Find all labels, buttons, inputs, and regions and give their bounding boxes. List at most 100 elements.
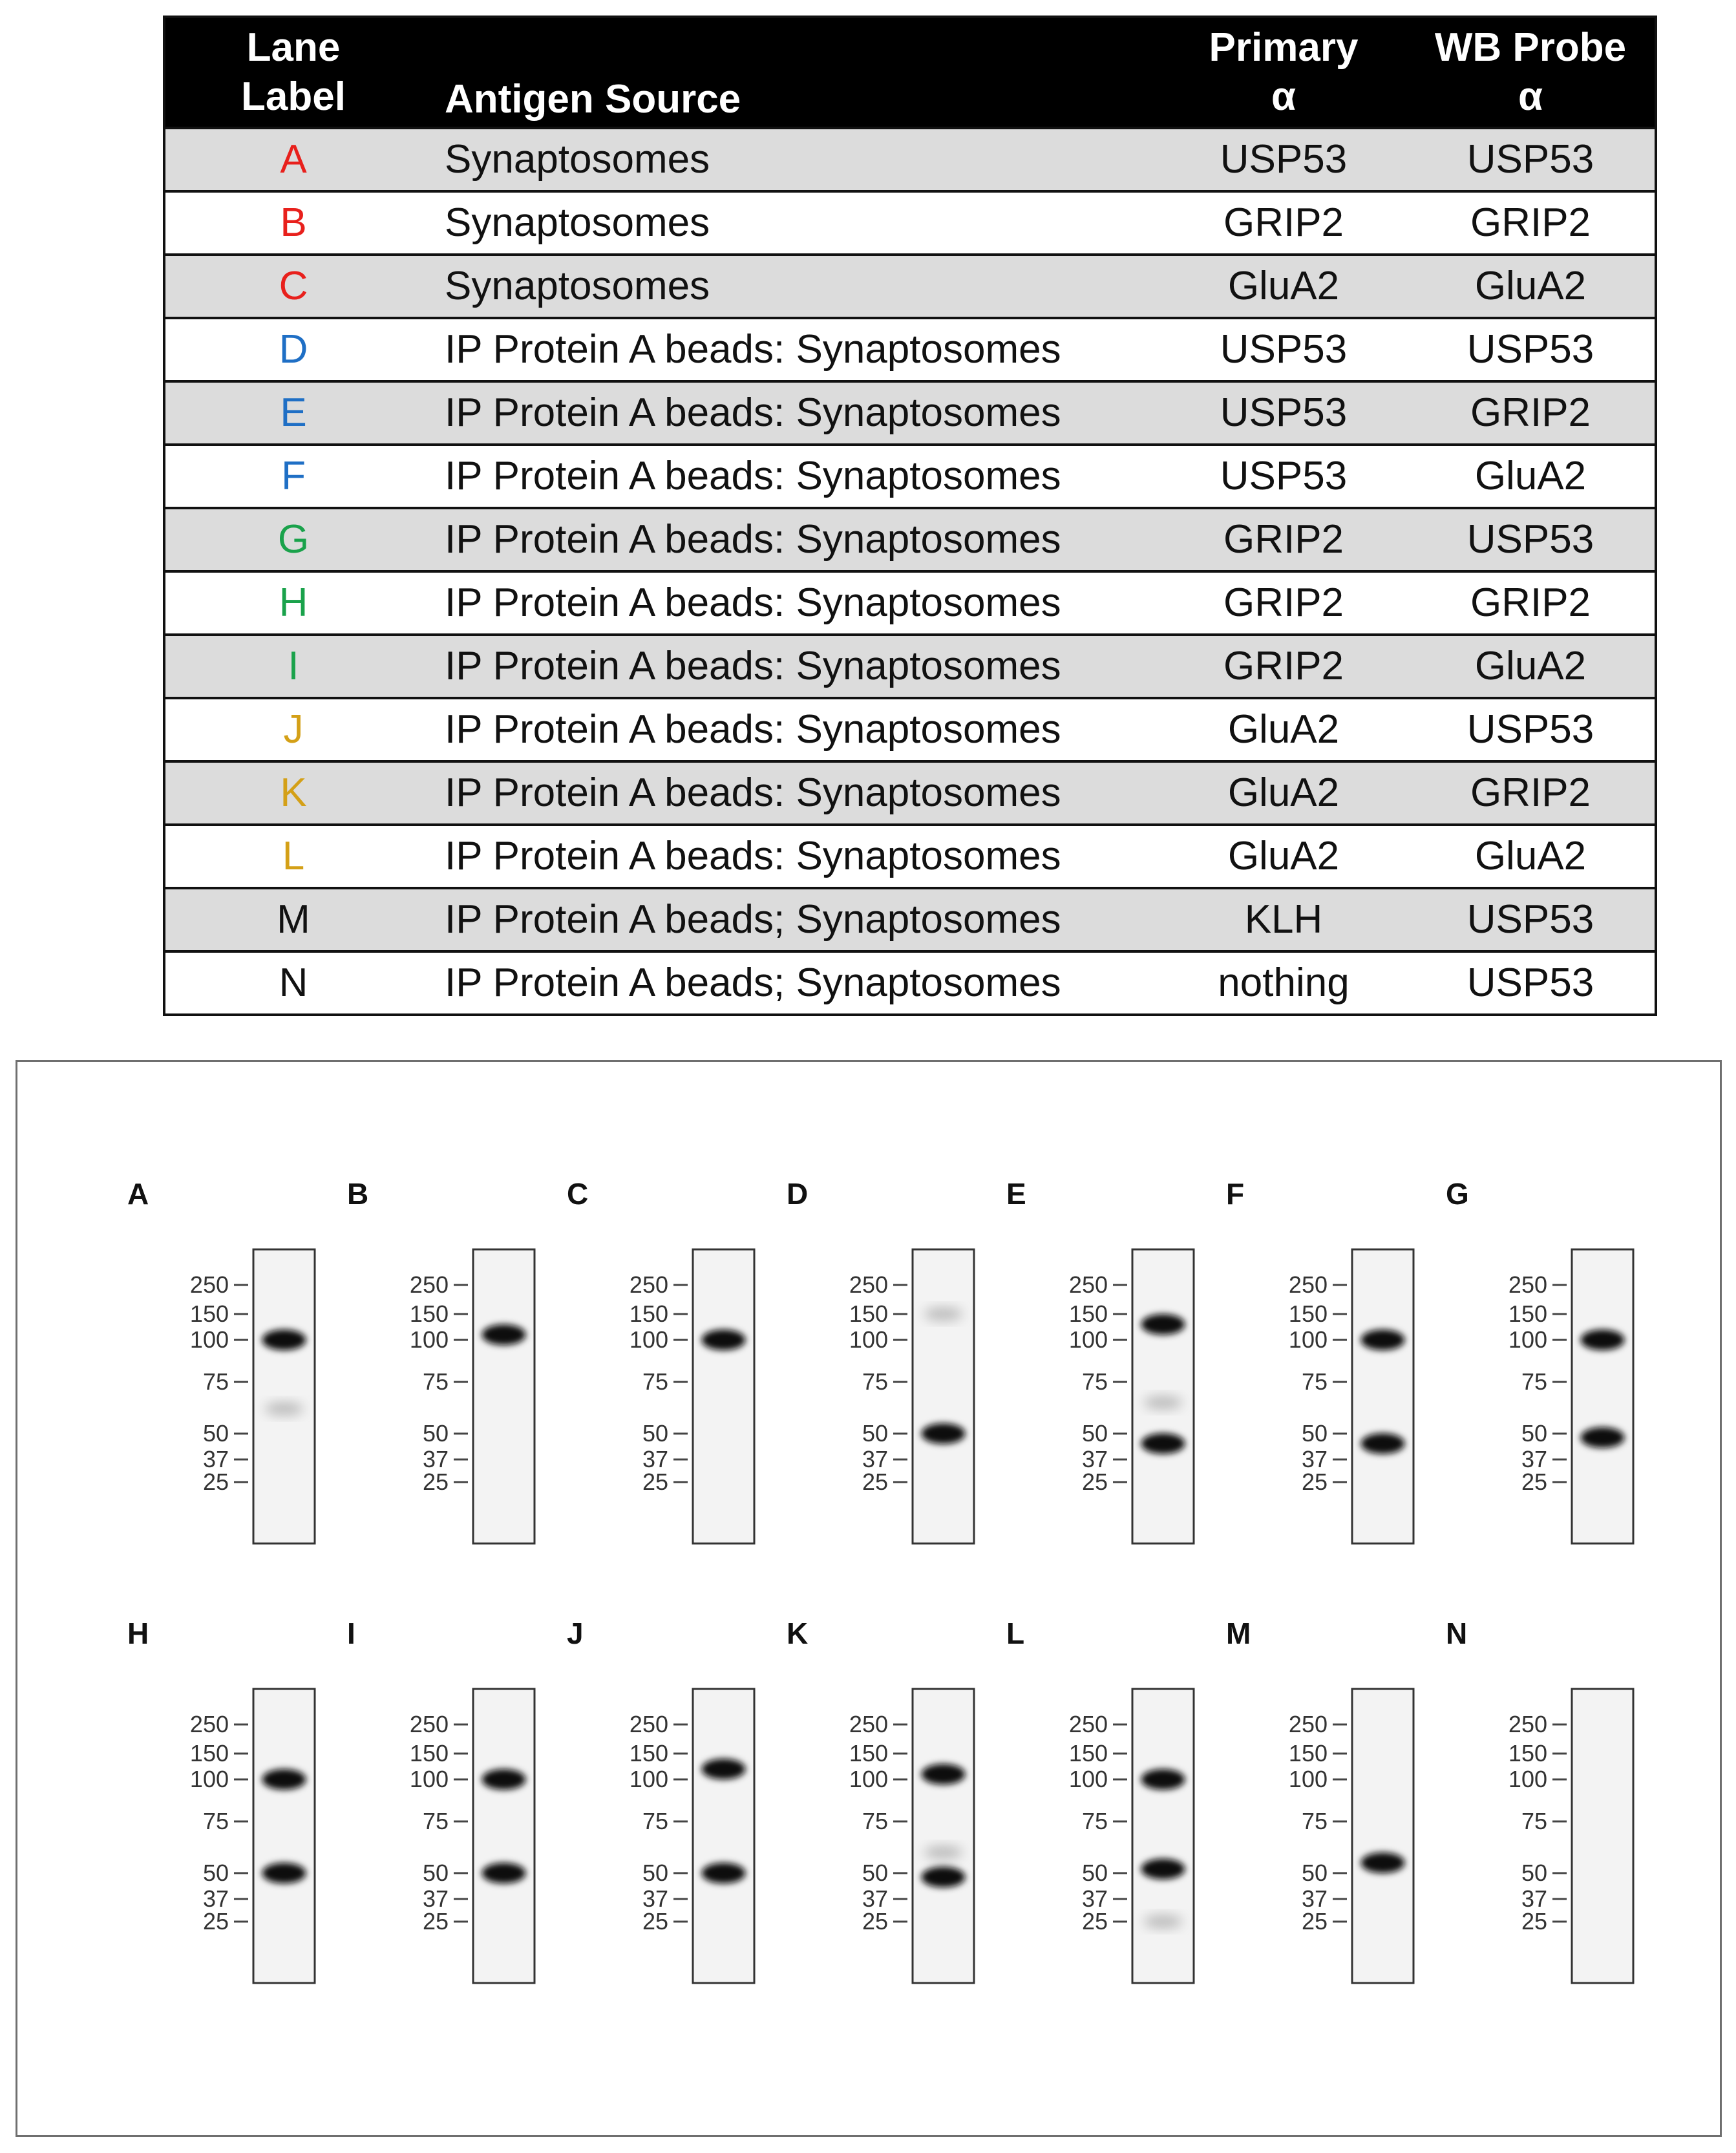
blot-letter: I <box>347 1617 355 1650</box>
marker-label: 50 <box>862 1860 888 1886</box>
blot-letter: B <box>347 1177 368 1211</box>
primary-antibody: GRIP2 <box>1223 644 1344 688</box>
blot-letter: M <box>1226 1617 1251 1650</box>
blot-letter: C <box>567 1177 588 1211</box>
marker-label: 100 <box>849 1326 888 1353</box>
header-wb-probe: WB Probe α <box>1434 25 1627 119</box>
band <box>1141 1433 1185 1454</box>
marker-label: 37 <box>1521 1446 1547 1472</box>
lane-label: H <box>279 580 308 625</box>
marker-label: 50 <box>1082 1420 1108 1447</box>
blot-strip <box>1131 1688 1195 1984</box>
blot-strip <box>472 1248 536 1545</box>
marker-label: 75 <box>1521 1368 1547 1395</box>
marker-label: 37 <box>862 1446 888 1472</box>
lane-label: F <box>281 454 306 498</box>
primary-antibody: nothing <box>1218 960 1350 1005</box>
blot-letter: J <box>567 1617 584 1650</box>
wb-probe-antibody: GluA2 <box>1474 454 1587 498</box>
marker-label: 100 <box>1289 1326 1328 1353</box>
marker-label: 250 <box>190 1711 229 1737</box>
marker-label: 250 <box>1508 1711 1547 1737</box>
blot-strip <box>1351 1688 1415 1984</box>
antigen-source: IP Protein A beads: Synaptosomes <box>445 770 1061 815</box>
marker-label: 250 <box>1289 1711 1328 1737</box>
marker-label: 75 <box>1082 1368 1108 1395</box>
band <box>921 1867 966 1888</box>
antigen-source: IP Protein A beads: Synaptosomes <box>445 644 1061 688</box>
marker-label: 25 <box>1082 1469 1108 1495</box>
marker-label: 250 <box>410 1271 449 1298</box>
band <box>921 1423 966 1444</box>
blot-figure: A25015010075503725B25015010075503725C250… <box>127 1177 1635 1984</box>
marker-label: 100 <box>1069 1766 1108 1792</box>
marker-label: 100 <box>630 1326 668 1353</box>
marker-label: 75 <box>203 1368 229 1395</box>
lane-label: K <box>280 770 307 815</box>
marker-label: 75 <box>423 1368 449 1395</box>
lane-label: D <box>279 327 308 372</box>
marker-label: 37 <box>1082 1446 1108 1472</box>
wb-probe-antibody: USP53 <box>1466 327 1594 372</box>
faint-band <box>264 1402 304 1416</box>
marker-label: 100 <box>1508 1766 1547 1792</box>
lane-table: Lane Label Antigen Source Primary α WB P… <box>163 16 1657 1016</box>
band <box>482 1324 526 1345</box>
marker-label: 25 <box>203 1908 229 1935</box>
marker-label: 150 <box>630 1300 668 1327</box>
marker-label: 37 <box>642 1446 668 1472</box>
marker-label: 100 <box>190 1766 229 1792</box>
header-antigen-source: Antigen Source <box>445 77 741 122</box>
marker-label: 50 <box>862 1420 888 1447</box>
marker-label: 37 <box>203 1885 229 1912</box>
antigen-source: Synaptosomes <box>445 264 710 308</box>
marker-label: 250 <box>630 1271 668 1298</box>
marker-label: 50 <box>642 1420 668 1447</box>
marker-label: 75 <box>642 1808 668 1834</box>
marker-label: 100 <box>630 1766 668 1792</box>
marker-label: 250 <box>190 1271 229 1298</box>
marker-label: 150 <box>1508 1300 1547 1327</box>
marker-label: 50 <box>642 1860 668 1886</box>
marker-label: 250 <box>849 1711 888 1737</box>
marker-label: 37 <box>1082 1885 1108 1912</box>
primary-antibody: GRIP2 <box>1223 517 1344 562</box>
marker-label: 50 <box>203 1860 229 1886</box>
marker-label: 150 <box>190 1300 229 1327</box>
marker-label: 37 <box>203 1446 229 1472</box>
band <box>1580 1427 1625 1448</box>
marker-label: 75 <box>203 1808 229 1834</box>
marker-label: 25 <box>862 1469 888 1495</box>
marker-label: 100 <box>410 1766 449 1792</box>
band <box>1141 1858 1185 1880</box>
marker-label: 150 <box>849 1300 888 1327</box>
marker-label: 50 <box>1521 1420 1547 1447</box>
marker-label: 150 <box>410 1300 449 1327</box>
lane-label: N <box>279 960 308 1005</box>
blot-letter: E <box>1006 1177 1026 1211</box>
marker-label: 250 <box>630 1711 668 1737</box>
marker-label: 25 <box>1302 1469 1328 1495</box>
marker-label: 50 <box>1302 1420 1328 1447</box>
lane-label: L <box>282 834 305 878</box>
antigen-source: IP Protein A beads: Synaptosomes <box>445 580 1061 625</box>
lane-label: G <box>277 517 310 562</box>
marker-label: 100 <box>1508 1326 1547 1353</box>
marker-label: 50 <box>203 1420 229 1447</box>
marker-label: 50 <box>1521 1860 1547 1886</box>
lane-label: M <box>277 897 310 942</box>
lane-label: A <box>280 137 307 182</box>
lane-label: B <box>280 200 307 245</box>
marker-label: 37 <box>1302 1446 1328 1472</box>
